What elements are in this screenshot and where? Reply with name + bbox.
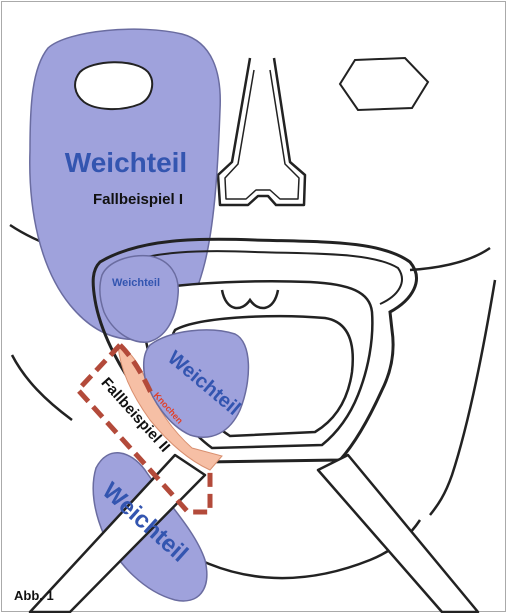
label-fallbeispiel-1: Fallbeispiel I (93, 191, 183, 208)
nose-outer (218, 58, 305, 205)
left-eye-overlay (75, 62, 152, 109)
figure-caption: Abb. 1 (14, 588, 54, 603)
left-jaw-line (12, 355, 72, 420)
instrument-handle-right (318, 455, 478, 612)
right-cheek-line (410, 248, 490, 270)
label-weichteil-large: Weichteil (65, 147, 187, 178)
right-jaw-line (430, 280, 495, 515)
right-eye (340, 58, 428, 110)
label-weichteil-small: Weichteil (112, 277, 160, 289)
